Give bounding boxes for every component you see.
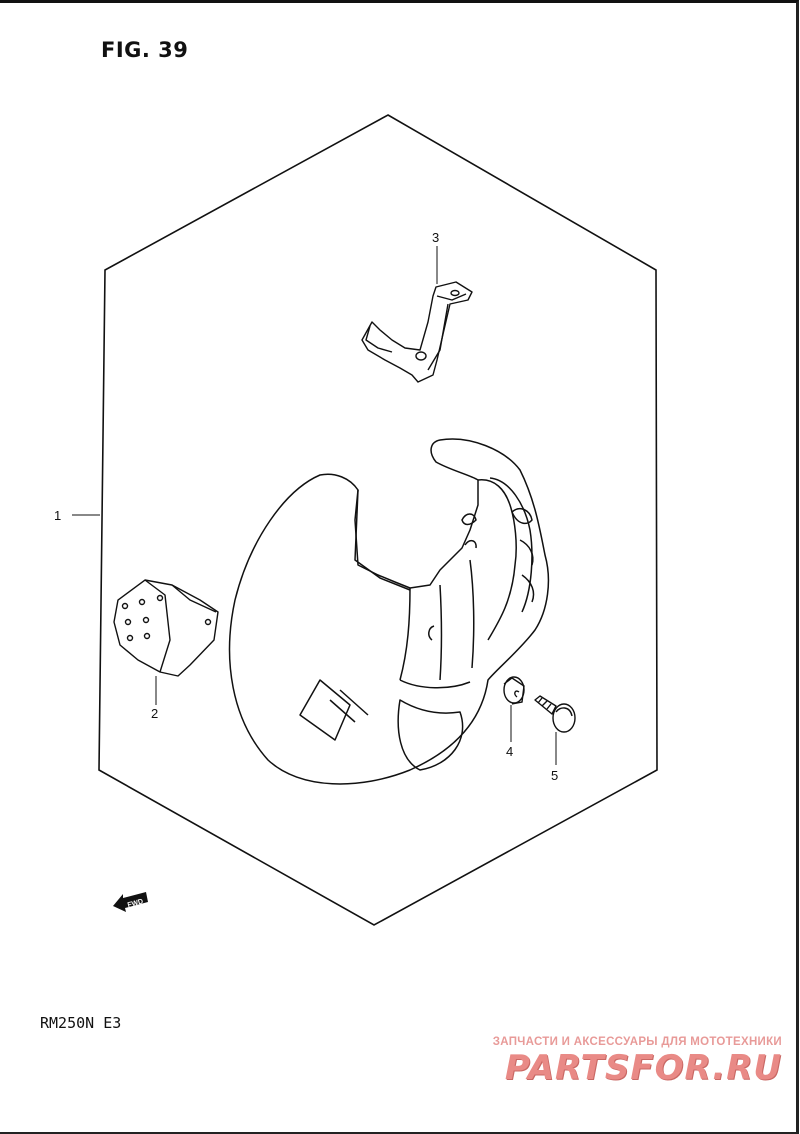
forward-arrow-icon: FWD — [113, 892, 148, 912]
callout-5: 5 — [551, 768, 558, 783]
watermark-tagline: ЗАПЧАСТИ И АКСЕССУАРЫ ДЛЯ МОТОТЕХНИКИ — [492, 1036, 782, 1048]
figure-title: FIG. 39 — [101, 38, 189, 62]
callout-4: 4 — [506, 744, 513, 759]
callout-2: 2 — [151, 706, 158, 721]
part-5-bolt — [534, 695, 576, 733]
watermark-brand-logo: PARTSFOR.RU — [504, 1048, 782, 1088]
part-2-plate — [113, 579, 219, 677]
callout-3: 3 — [432, 230, 439, 245]
part-4-washer — [503, 676, 525, 705]
model-code: RM250N E3 — [40, 1014, 122, 1032]
watermark: ЗАПЧАСТИ И АКСЕССУАРЫ ДЛЯ МОТОТЕХНИКИ PA… — [462, 1036, 782, 1086]
fwd-label: FWD — [127, 898, 144, 909]
part-3-bracket — [361, 281, 473, 383]
part-1-cover — [228, 438, 550, 785]
callout-1: 1 — [54, 508, 61, 523]
assembly-hexagon — [98, 114, 658, 926]
